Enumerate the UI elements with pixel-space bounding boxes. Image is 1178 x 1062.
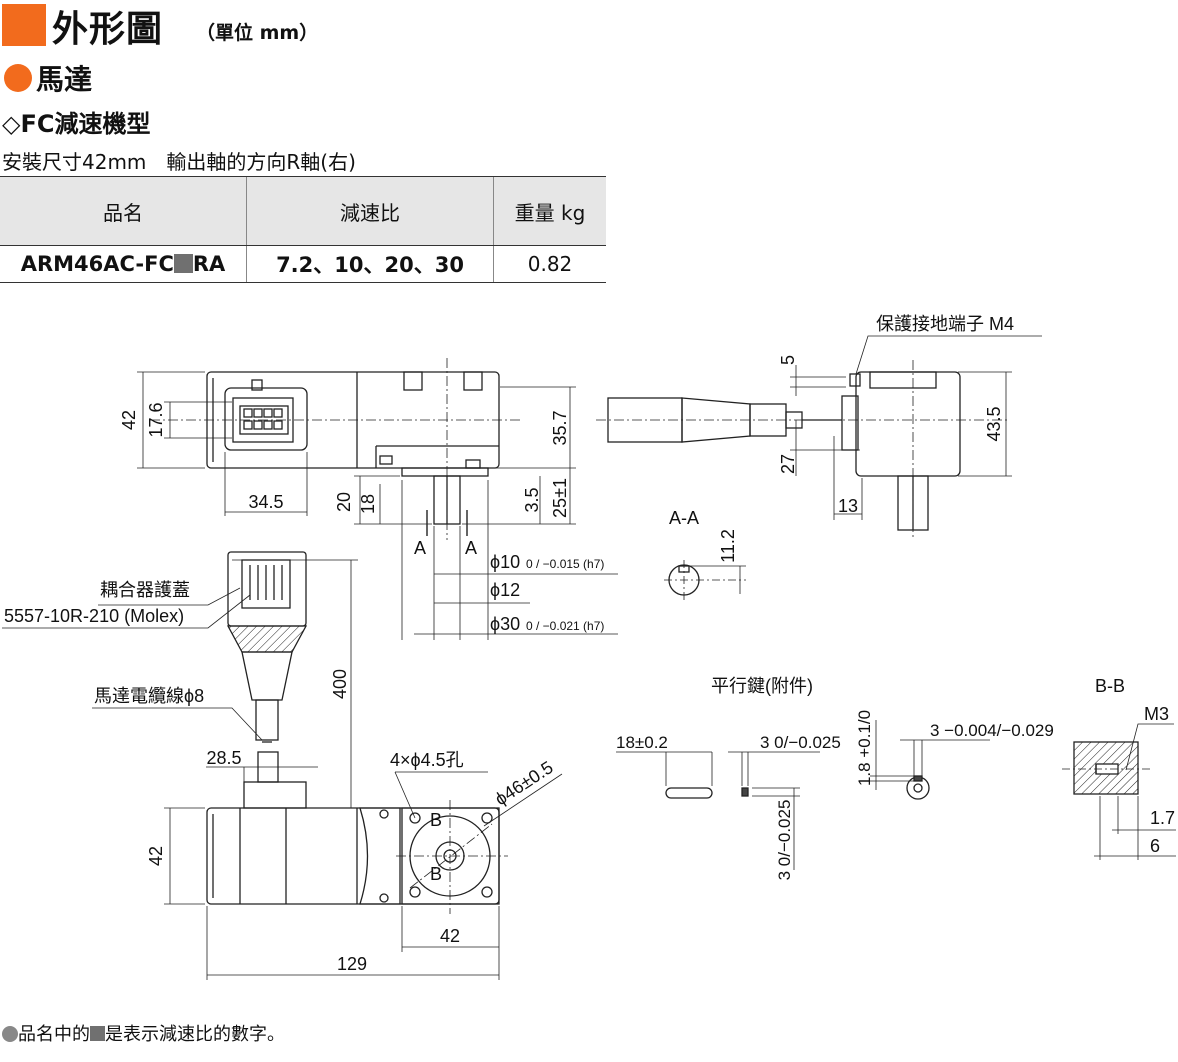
connector-label: 5557-10R-210 (Molex) — [4, 606, 184, 626]
unit-note: （單位 mm） — [196, 22, 319, 44]
dim-17-6: 17.6 — [146, 402, 166, 437]
dim-42-bottom: 42 — [146, 846, 166, 866]
page-header: 外形圖 （單位 mm） — [0, 0, 1178, 60]
col-header-weight: 重量 kg — [493, 176, 606, 246]
motor-heading-text: 馬達 — [36, 63, 93, 96]
gray-dot-icon — [2, 1026, 18, 1042]
section-a-right: A — [465, 538, 477, 558]
dim-34-5: 34.5 — [248, 492, 283, 512]
coupler-cover-label: 耦合器護蓋 — [100, 580, 190, 600]
ground-terminal-label: 保護接地端子 M4 — [876, 314, 1014, 334]
col-header-ratio: 減速比 — [246, 176, 494, 246]
footnote: 品名中的是表示減速比的數字。 — [2, 1020, 285, 1046]
dim-18: 18 — [358, 494, 378, 514]
dim-129: 129 — [337, 954, 367, 974]
footnote-post: 是表示減速比的數字。 — [105, 1024, 285, 1045]
section-bb-title: B-B — [1095, 676, 1125, 696]
parallel-key-labels: 平行鍵(附件) 18±0.2 3 0/−0.025 3 0/−0.025 1.8… — [616, 676, 1054, 880]
orange-square-icon — [2, 4, 46, 46]
dim-42-flange: 42 — [440, 926, 460, 946]
model-prefix: ARM46AC-FC — [20, 252, 174, 276]
dim-phi12: ϕ12 — [490, 580, 520, 600]
bolt-circle-label: ϕ46±0.5 — [491, 757, 556, 809]
cell-weight: 0.82 — [493, 245, 606, 283]
spec-header-row: 品名 減速比 重量 kg — [0, 176, 606, 246]
cable-assembly — [2, 551, 358, 809]
dim-key-width: 3 0/−0.025 — [760, 733, 841, 752]
section-b-bottom: B — [430, 864, 442, 884]
dim-400: 400 — [330, 669, 350, 699]
footnote-pre: 品名中的 — [18, 1024, 90, 1045]
cell-ratio: 7.2、10、20、30 — [246, 245, 494, 283]
dim-phi30-tol: 0 / −0.021 (h7) — [526, 619, 604, 633]
model-type-heading: ◇FC減速機型 — [2, 110, 151, 138]
dim-1-7: 1.7 — [1150, 808, 1175, 828]
dim-27: 27 — [778, 454, 798, 474]
motor-cable-label: 馬達電纜線ϕ8 — [94, 686, 204, 706]
mount-note: 安裝尺寸42mm 輸出軸的方向R軸(右) — [2, 150, 356, 174]
top-view — [137, 358, 618, 640]
section-b-top: B — [430, 810, 442, 830]
dim-6: 6 — [1150, 836, 1160, 856]
dim-42-side: 42 — [119, 410, 139, 430]
cell-model: ARM46AC-FC RA — [0, 245, 247, 283]
side-view-labels: 保護接地端子 M4 5 27 13 43.5 — [778, 314, 1014, 516]
dim-35-7: 35.7 — [550, 410, 570, 445]
dim-3-5: 3.5 — [522, 487, 542, 512]
parallel-key — [616, 720, 990, 870]
dimension-drawing: 42 17.6 34.5 20 18 3.5 25±1 35.7 A A ϕ10… — [2, 314, 1176, 980]
thread-m3: M3 — [1144, 704, 1169, 724]
model-suffix: RA — [192, 252, 226, 276]
dim-43-5: 43.5 — [984, 406, 1004, 441]
dim-28-5: 28.5 — [206, 748, 241, 768]
table-row: ARM46AC-FC RA 7.2、10、20、30 0.82 — [0, 245, 606, 283]
cable-labels: 耦合器護蓋 5557-10R-210 (Molex) 馬達電纜線ϕ8 400 2… — [4, 580, 350, 768]
dim-5: 5 — [778, 355, 798, 365]
spec-table: 品名 減速比 重量 kg ARM46AC-FC RA 7.2、10、20、30 0… — [0, 176, 606, 283]
section-aa-labels: A-A 11.2 — [669, 508, 738, 563]
dim-13: 13 — [838, 496, 858, 516]
dim-key-height: 3 0/−0.025 — [775, 800, 794, 881]
dim-25: 25±1 — [550, 478, 570, 518]
mount-holes-label: 4×ϕ4.5孔 — [390, 750, 464, 770]
dim-key-slot: 3 −0.004/−0.029 — [930, 721, 1054, 740]
key-title: 平行鍵(附件) — [711, 676, 813, 696]
dim-key-depth: 1.8 +0.1/0 — [855, 710, 874, 786]
section-bb — [1062, 723, 1176, 860]
bottom-view — [164, 771, 563, 980]
dim-phi10-tol: 0 / −0.015 (h7) — [526, 557, 604, 571]
dim-phi10: ϕ10 — [490, 552, 520, 572]
ratio-placeholder-box-note — [90, 1026, 105, 1041]
ratio-placeholder-box — [173, 254, 193, 273]
side-view — [596, 335, 1042, 540]
section-a-left: A — [414, 538, 426, 558]
dim-20: 20 — [334, 492, 354, 512]
dim-key-length: 18±0.2 — [616, 733, 668, 752]
top-view-labels: 42 17.6 34.5 20 18 3.5 25±1 35.7 A A ϕ10… — [119, 402, 604, 634]
page-title: 外形圖 — [52, 9, 164, 50]
dim-11-2: 11.2 — [718, 529, 738, 563]
dim-phi30: ϕ30 — [490, 614, 520, 634]
orange-dot-icon — [4, 64, 32, 92]
col-header-model: 品名 — [0, 176, 247, 246]
section-aa — [664, 560, 746, 600]
section-bb-labels: B-B M3 1.7 6 — [1095, 676, 1175, 856]
section-aa-title: A-A — [669, 508, 699, 528]
